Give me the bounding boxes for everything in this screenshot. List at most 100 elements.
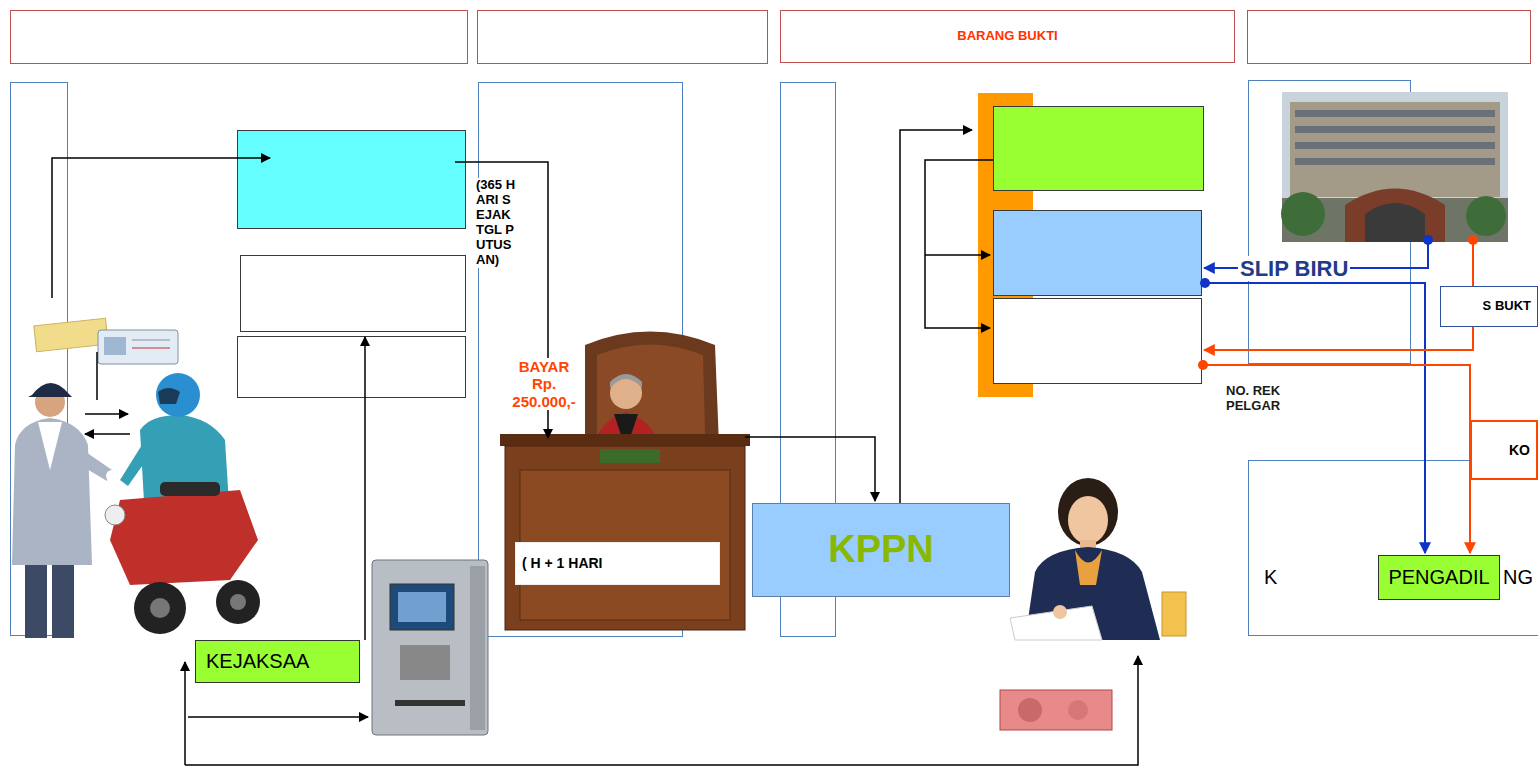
node-text: KPPN (828, 528, 934, 572)
banknote (1000, 690, 1112, 730)
judge-figure (500, 434, 750, 446)
court-building-photo (1365, 203, 1425, 242)
node-text: KO (1509, 442, 1530, 458)
time-note: (365 HARI SEJAK TGL PUTUSAN) (474, 178, 519, 268)
bank-teller-figure (1058, 478, 1118, 546)
ticket-cards (98, 330, 178, 364)
region-text: K (1262, 566, 1279, 589)
office-box: KPPN (752, 503, 1010, 597)
blue-slip-line (1205, 283, 1425, 553)
bank-teller-figure (1068, 496, 1108, 544)
record-stack (978, 93, 1204, 397)
court-building-photo (1466, 196, 1506, 236)
atm-machine (395, 700, 465, 706)
ticket-cards (132, 340, 170, 341)
judge-figure (600, 449, 660, 463)
court-building-photo (1281, 92, 1508, 242)
region-text: NG (1501, 566, 1535, 589)
header-frame (11, 11, 1531, 64)
court-building-photo (1282, 92, 1508, 242)
rider-figure (110, 490, 258, 585)
court-building-photo (1281, 192, 1325, 236)
fine-amount: BAYAR Rp. 250.000,- (506, 358, 582, 410)
ticket-cards (104, 337, 126, 355)
bank-teller-figure (1010, 478, 1186, 640)
institution-box: PENGADIL (1378, 555, 1500, 600)
flow-arrow (925, 254, 990, 256)
column-panel (1249, 461, 1538, 636)
record-stack (994, 299, 1202, 384)
court-building-photo (1295, 142, 1495, 149)
atm-machine (470, 566, 485, 730)
node-text: ( H + 1 HARI (522, 555, 603, 571)
document-box (238, 131, 466, 229)
police-figure (12, 418, 92, 565)
flow-arrow (745, 437, 875, 501)
ticket-cards (132, 348, 170, 349)
banknote (1018, 698, 1042, 722)
note-box: ( H + 1 HARI (515, 542, 720, 585)
bank-teller-figure (1162, 592, 1186, 636)
node-text: S BUKT (1483, 299, 1531, 314)
flow-arrow (52, 158, 270, 298)
flow-arrow (184, 662, 186, 765)
rider-figure (150, 598, 170, 618)
police-figure (106, 470, 118, 482)
institution-box: KEJAKSAA (195, 640, 360, 683)
connector-dot (1468, 235, 1478, 245)
police-figure (25, 560, 47, 638)
flow-arrow (85, 433, 130, 435)
column-panel (11, 81, 1538, 637)
atm-machine (400, 645, 450, 680)
rider-figure (156, 373, 200, 417)
red-account-line (1203, 240, 1473, 553)
flow-arrow (364, 337, 366, 640)
red-account-line (1204, 240, 1473, 350)
rider-figure (105, 373, 260, 634)
flow-arrow (900, 130, 972, 503)
header-frame (11, 11, 468, 64)
court-building-photo (1290, 102, 1500, 197)
connector-dot (1198, 360, 1208, 370)
flow-arrow (85, 413, 128, 415)
document-box: S BUKT (1440, 286, 1538, 327)
header-frame (478, 11, 768, 64)
police-figure (28, 383, 72, 397)
account-note: NO. REK PELGAR (1224, 384, 1298, 414)
rider-figure (216, 580, 260, 624)
atm-machine (372, 560, 488, 735)
node-text: BARANG BUKTI (957, 29, 1057, 44)
rider-figure (120, 440, 152, 486)
record-stack (994, 107, 1204, 191)
connector-dot (1200, 278, 1210, 288)
rider-figure (105, 505, 125, 525)
court-building-photo (1345, 189, 1445, 243)
blue-slip-line (1204, 240, 1428, 553)
rider-figure (158, 388, 180, 404)
atm-machine (372, 560, 488, 735)
section-header: BARANG BUKTI (780, 10, 1235, 63)
flow-arrow (96, 352, 98, 400)
ticket-cards (34, 318, 178, 364)
node-text: KEJAKSAA (206, 650, 309, 673)
judge-figure (500, 332, 750, 631)
banknote (1000, 690, 1112, 730)
header-frame (1248, 11, 1531, 64)
node-text: PENGADIL (1388, 566, 1489, 589)
rider-figure (230, 594, 246, 610)
police-figure (52, 560, 74, 638)
connector-dot (1423, 235, 1433, 245)
record-stack (994, 211, 1202, 296)
atm-machine (398, 592, 446, 622)
judge-figure (610, 374, 642, 388)
bank-teller-figure (1075, 550, 1102, 585)
court-building-photo (1295, 158, 1495, 165)
judge-figure (505, 446, 745, 630)
red-account-line (1203, 365, 1470, 553)
bank-teller-figure (1010, 606, 1102, 640)
police-figure (38, 422, 62, 470)
banknote (1068, 700, 1088, 720)
rider-figure (160, 482, 220, 496)
